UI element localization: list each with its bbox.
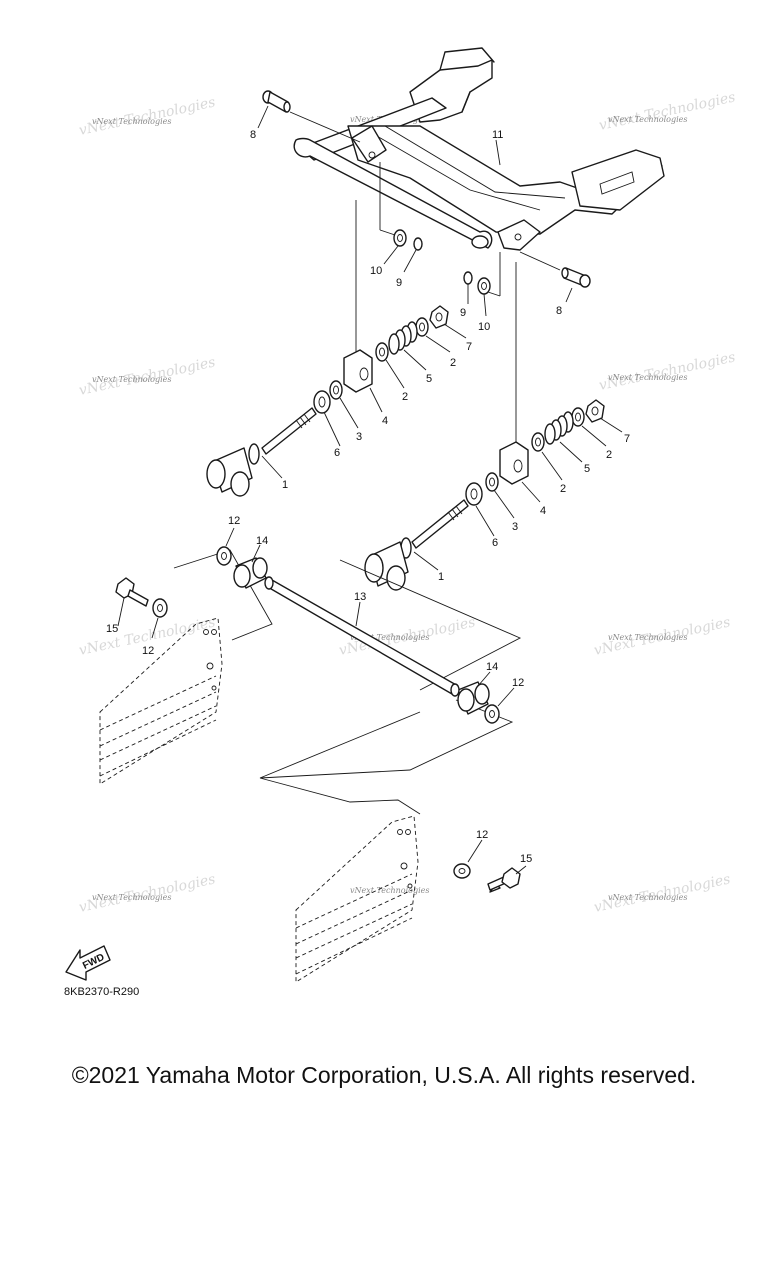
washer-part-12-c [484, 704, 500, 724]
callout-12: 12 [476, 829, 488, 841]
watermark: vNext Technologies [350, 886, 429, 895]
washer-part-2-lower [571, 407, 585, 427]
pin-part-8-left [262, 90, 291, 113]
washer-part-2-upper [415, 317, 429, 337]
callout-10: 10 [370, 265, 382, 277]
callout-8: 8 [556, 305, 562, 317]
callout-2: 2 [606, 449, 612, 461]
bolt-part-15-b [487, 867, 521, 893]
callout-12: 12 [228, 515, 240, 527]
callout-3: 3 [356, 431, 362, 443]
washer-part-12-a [216, 546, 232, 566]
copyright-notice: ©2021 Yamaha Motor Corporation, U.S.A. A… [71, 1062, 697, 1088]
callout-13: 13 [354, 591, 366, 603]
slide-rail-right [295, 815, 419, 983]
watermark: vNext Technologies [350, 633, 429, 642]
block-part-4-lower [499, 441, 529, 485]
washer-part-2-upper-b [375, 342, 389, 362]
callouts: 8 11 10 9 9 10 8 7 2 5 2 4 3 6 1 7 2 5 2… [106, 129, 630, 865]
upper-adjuster-assembly [206, 305, 449, 497]
washer-part-10-left [393, 229, 407, 247]
callout-14: 14 [256, 535, 268, 547]
block-part-4-upper [343, 349, 373, 393]
fwd-direction-icon: FWD [65, 945, 111, 981]
shaft-part-13 [264, 576, 460, 697]
callout-15: 15 [106, 623, 118, 635]
spring-part-5-upper [388, 321, 418, 355]
clip-part-9-left [413, 237, 423, 251]
callout-5: 5 [426, 373, 432, 385]
washer-part-6-upper [313, 390, 331, 414]
collar-part-14-b [457, 681, 490, 715]
callout-14: 14 [486, 661, 498, 673]
callout-2: 2 [450, 357, 456, 369]
washer-part-3-upper [329, 380, 343, 400]
washer-part-10-right [477, 277, 491, 295]
watermark: vNext Technologies [92, 893, 171, 902]
spring-part-5-lower [544, 411, 574, 445]
lower-adjuster-assembly [364, 399, 605, 591]
watermark: vNext Technologies [598, 89, 737, 134]
guide-lines [289, 111, 561, 446]
watermark: vNext Technologies [608, 115, 687, 124]
bolt-part-15-a [115, 577, 149, 607]
leader-lines [117, 105, 623, 875]
washer-part-12-b [152, 598, 168, 618]
watermark: vNext Technologies [608, 633, 687, 642]
washer-part-12-d [453, 863, 471, 879]
callout-1: 1 [282, 479, 288, 491]
callout-4: 4 [382, 415, 388, 427]
nut-part-7-lower [585, 399, 605, 423]
washer-part-6-lower [465, 482, 483, 506]
callout-7: 7 [466, 341, 472, 353]
watermark: vNext Technologies [92, 375, 171, 384]
watermark: vNext Technologies [598, 349, 737, 394]
callout-5: 5 [584, 463, 590, 475]
callout-4: 4 [540, 505, 546, 517]
callout-2: 2 [560, 483, 566, 495]
exploded-parts-diagram: vNext Technologies vNext Technologies vN… [64, 47, 737, 998]
callout-6: 6 [334, 447, 340, 459]
watermark: vNext Technologies [92, 117, 171, 126]
lower-guide-lines [173, 549, 522, 815]
callout-8: 8 [250, 129, 256, 141]
rear-arm-frame [293, 47, 665, 251]
callout-6: 6 [492, 537, 498, 549]
slide-rail-left [99, 617, 223, 785]
callout-1: 1 [438, 571, 444, 583]
pin-part-8-right [561, 267, 591, 288]
callout-12: 12 [142, 645, 154, 657]
bolt-part-1-upper [206, 407, 317, 497]
washer-part-3-lower [485, 472, 499, 492]
callout-15: 15 [520, 853, 532, 865]
watermarks: vNext Technologies vNext Technologies vN… [78, 89, 737, 916]
clip-part-9-right [463, 271, 473, 285]
callout-12: 12 [512, 677, 524, 689]
callout-3: 3 [512, 521, 518, 533]
callout-9: 9 [396, 277, 402, 289]
callout-11: 11 [492, 129, 503, 141]
drawing-code: 8KB2370-R290 [64, 986, 139, 998]
watermark: vNext Technologies [608, 893, 687, 902]
callout-2: 2 [402, 391, 408, 403]
watermark: vNext Technologies [608, 373, 687, 382]
bolt-part-1-lower [364, 499, 469, 591]
collar-part-14-a [233, 557, 268, 589]
nut-part-7-upper [429, 305, 449, 329]
callout-10: 10 [478, 321, 490, 333]
washer-part-2-lower-b [531, 432, 545, 452]
callout-7: 7 [624, 433, 630, 445]
callout-9: 9 [460, 307, 466, 319]
